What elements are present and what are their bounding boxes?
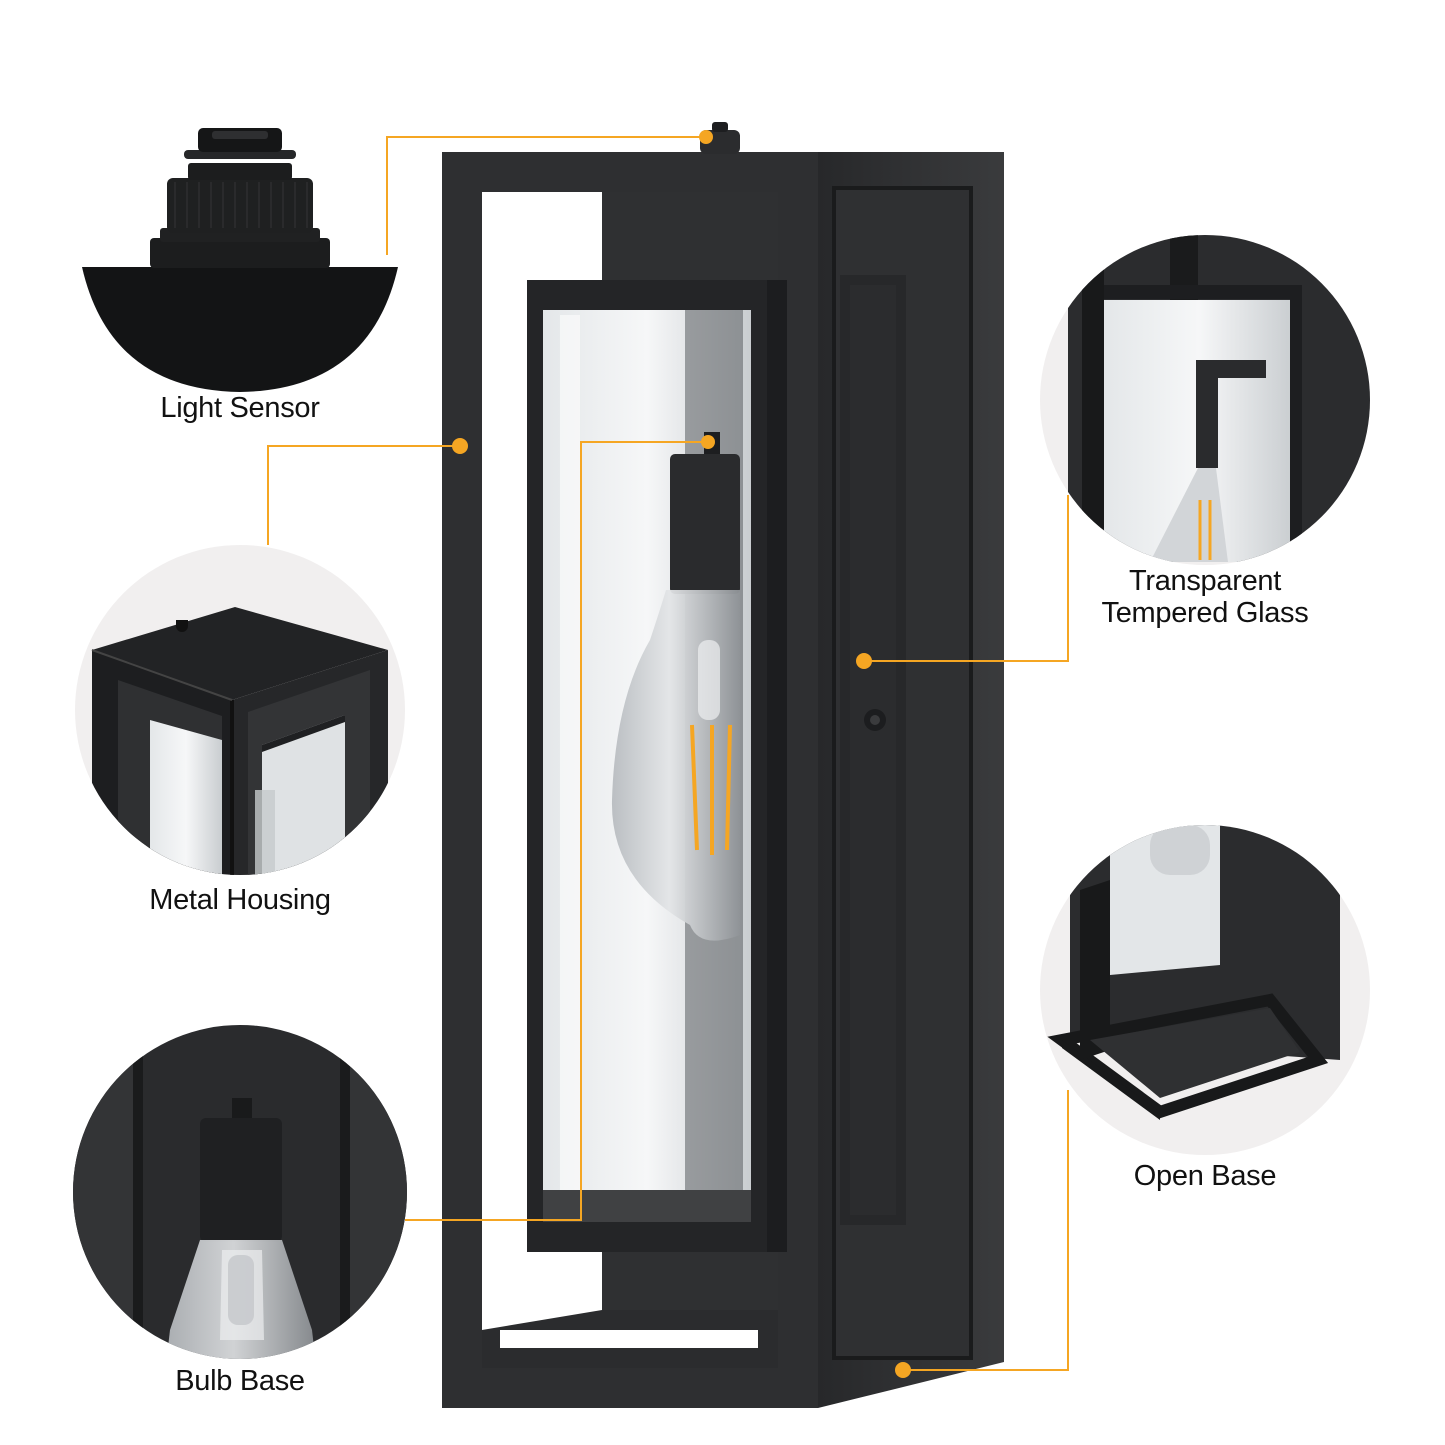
dot-bulb-base bbox=[701, 435, 715, 449]
dot-metal-housing bbox=[452, 438, 468, 454]
callout-light-sensor bbox=[386, 136, 706, 255]
callout-lines bbox=[267, 136, 1069, 1371]
metal-housing-label: Metal Housing bbox=[149, 884, 331, 916]
glass-label: Transparent Tempered Glass bbox=[1060, 565, 1350, 629]
callout-dots bbox=[452, 130, 911, 1378]
bulb-base-label: Bulb Base bbox=[175, 1365, 305, 1397]
dot-open-base bbox=[895, 1362, 911, 1378]
bulb-base-detail bbox=[73, 1025, 407, 1359]
callout-bulb-base bbox=[405, 441, 705, 1221]
callout-glass bbox=[864, 495, 1069, 662]
dot-light-sensor bbox=[699, 130, 713, 144]
lantern-fixture bbox=[442, 122, 1004, 1408]
open-base-label: Open Base bbox=[1133, 1160, 1277, 1192]
callout-metal-housing bbox=[267, 445, 460, 545]
light-sensor-detail bbox=[82, 128, 398, 392]
glass-label-line1: Transparent bbox=[1129, 565, 1281, 597]
dot-glass bbox=[856, 653, 872, 669]
metal-housing-detail bbox=[75, 545, 405, 875]
callout-open-base bbox=[903, 1090, 1069, 1371]
glass-label-line2: Tempered Glass bbox=[1101, 597, 1309, 629]
open-base-detail bbox=[1040, 825, 1370, 1155]
glass-detail bbox=[1040, 235, 1370, 565]
light-sensor-label: Light Sensor bbox=[160, 392, 320, 424]
